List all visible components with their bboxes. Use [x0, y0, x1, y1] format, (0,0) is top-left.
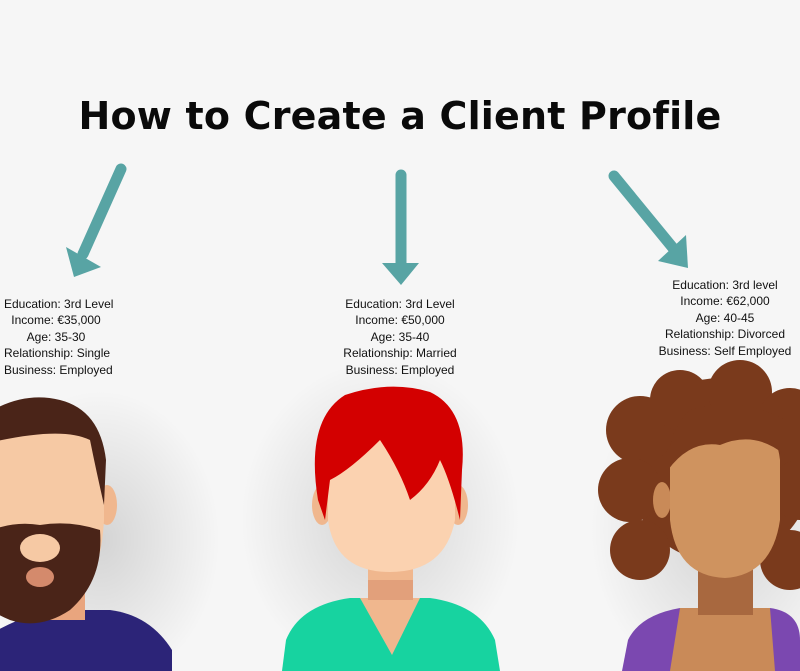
arrow-down-icon — [382, 169, 419, 285]
age-text: Age: 35-40 — [370, 329, 430, 344]
income-text: Income: €62,000 — [680, 294, 770, 309]
bearded-man-avatar — [0, 390, 220, 671]
arrow-down-right-icon — [608, 170, 688, 268]
income-text: Income: €35,000 — [11, 313, 101, 328]
profile-info-3: Education: 3rd level Income: €62,000 Age… — [657, 277, 793, 359]
income-text: Income: €50,000 — [355, 313, 445, 328]
relationship-text: Relationship: Married — [343, 346, 457, 361]
education-text: Education: 3rd level — [672, 278, 778, 292]
business-text: Business: Self Employed — [658, 343, 792, 358]
age-text: Age: 40-45 — [695, 310, 755, 325]
education-text: Education: 3rd Level — [345, 297, 455, 311]
red-haired-woman-avatar — [240, 360, 520, 671]
relationship-text: Relationship: Single — [4, 346, 111, 361]
profile-info-1: Education: 3rd Level Income: €35,000 Age… — [4, 296, 114, 378]
education-text: Education: 3rd Level — [4, 297, 114, 311]
page-title: How to Create a Client Profile — [78, 94, 722, 138]
arrow-down-left-icon — [66, 163, 127, 277]
curly-haired-woman-avatar — [590, 360, 800, 671]
relationship-text: Relationship: Divorced — [664, 327, 786, 342]
business-text: Business: Employed — [4, 362, 113, 377]
age-text: Age: 35-30 — [26, 329, 86, 344]
